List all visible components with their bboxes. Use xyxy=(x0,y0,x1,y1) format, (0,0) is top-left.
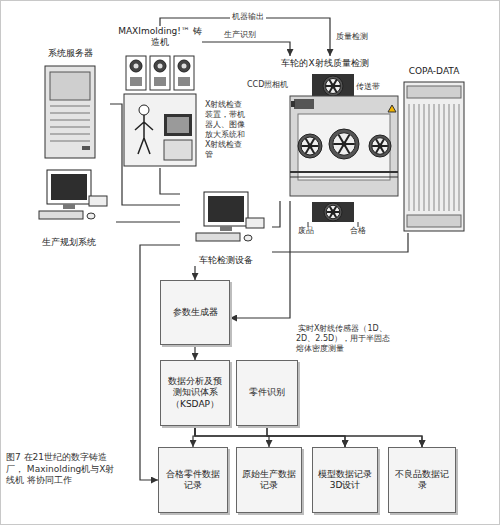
workstation-drawing xyxy=(22,166,116,248)
edge-label: 实时X射线传感器（1D、2D、2.5D），用于半固态熔体密度测量 xyxy=(296,324,398,354)
connector xyxy=(272,233,408,252)
box-label: 零件识别 xyxy=(249,387,285,398)
connector xyxy=(272,201,280,227)
callout-label: X射线检查装置，带机器人、图像放大系统和X射线检查管 xyxy=(205,100,249,160)
box-label: 合格零件数据记录 xyxy=(162,469,224,492)
device-label: 系统服务器 xyxy=(48,48,93,59)
edge-label: 机器输出 xyxy=(230,12,274,22)
connector xyxy=(267,426,422,447)
connector xyxy=(194,345,195,360)
device-label: 车轮检测设备 xyxy=(199,255,253,266)
device-label: COPA-DATA xyxy=(409,66,460,77)
connector xyxy=(116,221,180,222)
callout-label: 质量检测 xyxy=(336,32,376,42)
device-label: 生产规划系统 xyxy=(42,237,96,248)
record-box: 不良品数据记录 xyxy=(388,447,456,513)
control-rack-drawing xyxy=(398,66,470,233)
box-label: 参数生成器 xyxy=(173,307,218,318)
workstation: 生产规划系统 xyxy=(22,166,116,248)
xray-inspection-unit-drawing xyxy=(250,56,400,201)
workstation: 车轮检测设备 xyxy=(180,188,272,266)
process-box: 数据分析及预测知识体系（KSDAP） xyxy=(160,360,230,426)
connector xyxy=(195,426,422,447)
box-label: 数据分析及预测知识体系（KSDAP） xyxy=(164,376,226,410)
connector xyxy=(202,42,290,56)
connector xyxy=(194,266,195,280)
server-icon-drawing xyxy=(30,48,110,160)
server-icon: 系统服务器 xyxy=(30,48,110,160)
control-rack: COPA-DATA xyxy=(398,66,470,233)
record-box: 合格零件数据记录 xyxy=(158,447,228,513)
xray-inspection-unit: 车轮的X射线质量检测 xyxy=(250,56,400,201)
callout-label: 废品 xyxy=(298,226,324,236)
record-box: 模型数据记录3D设计 xyxy=(312,447,378,513)
connector xyxy=(160,168,180,194)
box-label: 不良品数据记录 xyxy=(392,469,452,492)
workstation-drawing xyxy=(180,188,272,266)
callout-label: CCD照相机 xyxy=(247,80,291,90)
label-patch: 实时X射线传感器（1D、2D、2.5D），用于半固态熔体密度测量 xyxy=(296,324,390,353)
casting-machine: MAXImolding!™ 铸造机 xyxy=(118,26,202,168)
record-box: 原始生产数据记录 xyxy=(236,447,302,513)
connector xyxy=(160,18,330,56)
process-box: 零件识别 xyxy=(236,360,298,426)
box-label: 模型数据记录3D设计 xyxy=(316,469,374,492)
casting-machine-drawing xyxy=(118,26,202,168)
device-label: MAXImolding!™ 铸造机 xyxy=(118,26,202,49)
label-patch: 机器输出 xyxy=(230,12,266,21)
process-box: 参数生成器 xyxy=(160,280,230,345)
edge-label: 生产识别 xyxy=(222,30,266,40)
callout-label: 合格 xyxy=(350,226,376,236)
label-patch: 生产识别 xyxy=(222,30,258,39)
figure-caption: 图7 在21世纪的数字铸造厂， Maxinolding机与X射线机 将协同工作 xyxy=(6,452,118,487)
device-label: 车轮的X射线质量检测 xyxy=(281,56,368,69)
box-label: 原始生产数据记录 xyxy=(240,469,298,492)
callout-label: 传送带 xyxy=(356,82,394,92)
